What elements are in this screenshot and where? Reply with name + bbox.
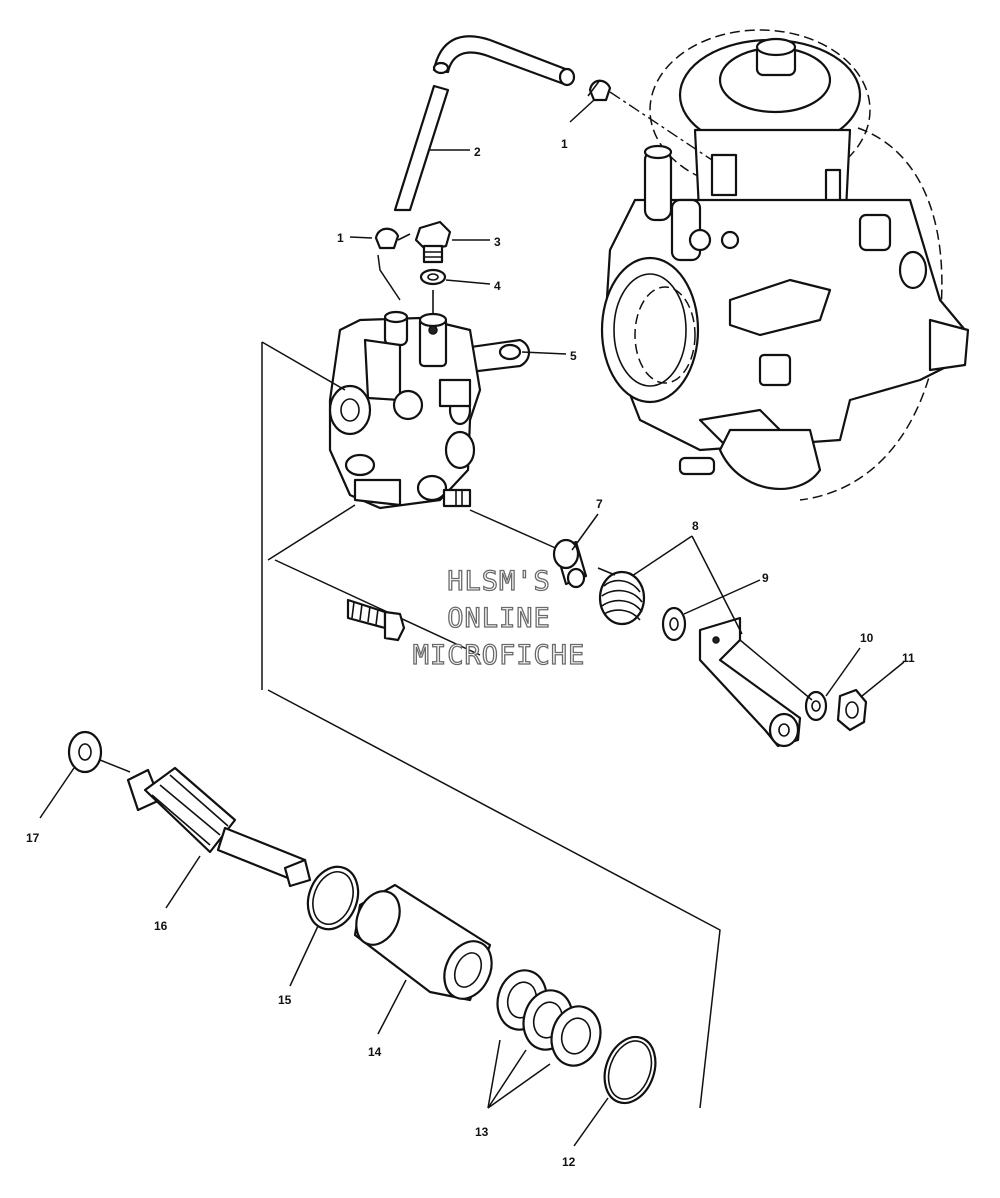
- control-lever: [698, 616, 802, 748]
- leader-washer-to-shaft: [99, 759, 131, 773]
- circlip: [603, 1035, 657, 1105]
- callout-3: 3: [494, 235, 501, 249]
- callout-8: 8: [692, 519, 699, 533]
- callout-9: 9: [762, 571, 769, 585]
- callout-12: 12: [562, 1155, 576, 1169]
- banjo-bolt: [414, 220, 452, 264]
- watermark: HLSM'S ONLINE MICROFICHE: [412, 565, 586, 671]
- callout-10: 10: [860, 631, 874, 645]
- leader-lever-to-washer: [739, 639, 813, 701]
- lock-washer: [804, 690, 828, 722]
- bushing: [353, 883, 493, 1002]
- return-spring: [597, 567, 646, 626]
- callout-14: 14: [368, 1045, 382, 1059]
- callout-1-left: 1: [337, 231, 344, 245]
- thrust-washer: [67, 730, 103, 774]
- oil-pump-body: [328, 310, 531, 510]
- hose-clamp-top: [587, 79, 612, 102]
- callout-labels: 1 2 1 3 4 5 7 8 9 10 11 17 16 15 14 13 1…: [26, 137, 915, 1169]
- carburetor: [600, 29, 970, 501]
- hex-nut: [836, 688, 868, 732]
- hose-clamp-left: [374, 227, 411, 250]
- callout-7: 7: [596, 497, 603, 511]
- watermark-line-2: ONLINE: [447, 603, 551, 634]
- callout-11: 11: [902, 651, 915, 665]
- sealing-washer: [419, 268, 447, 286]
- fuel-hose: [393, 35, 576, 212]
- callout-1-top: 1: [561, 137, 568, 151]
- callout-2: 2: [474, 145, 481, 159]
- flat-washer: [661, 606, 687, 642]
- assembly-frame-lines: [261, 341, 721, 1109]
- callout-17: 17: [26, 831, 40, 845]
- callout-15: 15: [278, 993, 292, 1007]
- drive-gear-shaft: [126, 766, 312, 888]
- watermark-line-1: HLSM'S: [447, 566, 551, 597]
- collar: [552, 538, 588, 589]
- leader-clamp-to-pump: [377, 254, 401, 301]
- callout-4: 4: [494, 279, 501, 293]
- o-ring-small: [306, 865, 360, 931]
- watermark-line-3: MICROFICHE: [413, 640, 586, 671]
- shim-washers: [496, 969, 602, 1067]
- callout-16: 16: [154, 919, 168, 933]
- callout-13: 13: [475, 1125, 489, 1139]
- centerline-clamp-to-carb: [609, 91, 713, 161]
- callout-leaders: [39, 99, 905, 1147]
- mounting-screw: [346, 598, 406, 642]
- callout-5: 5: [570, 349, 577, 363]
